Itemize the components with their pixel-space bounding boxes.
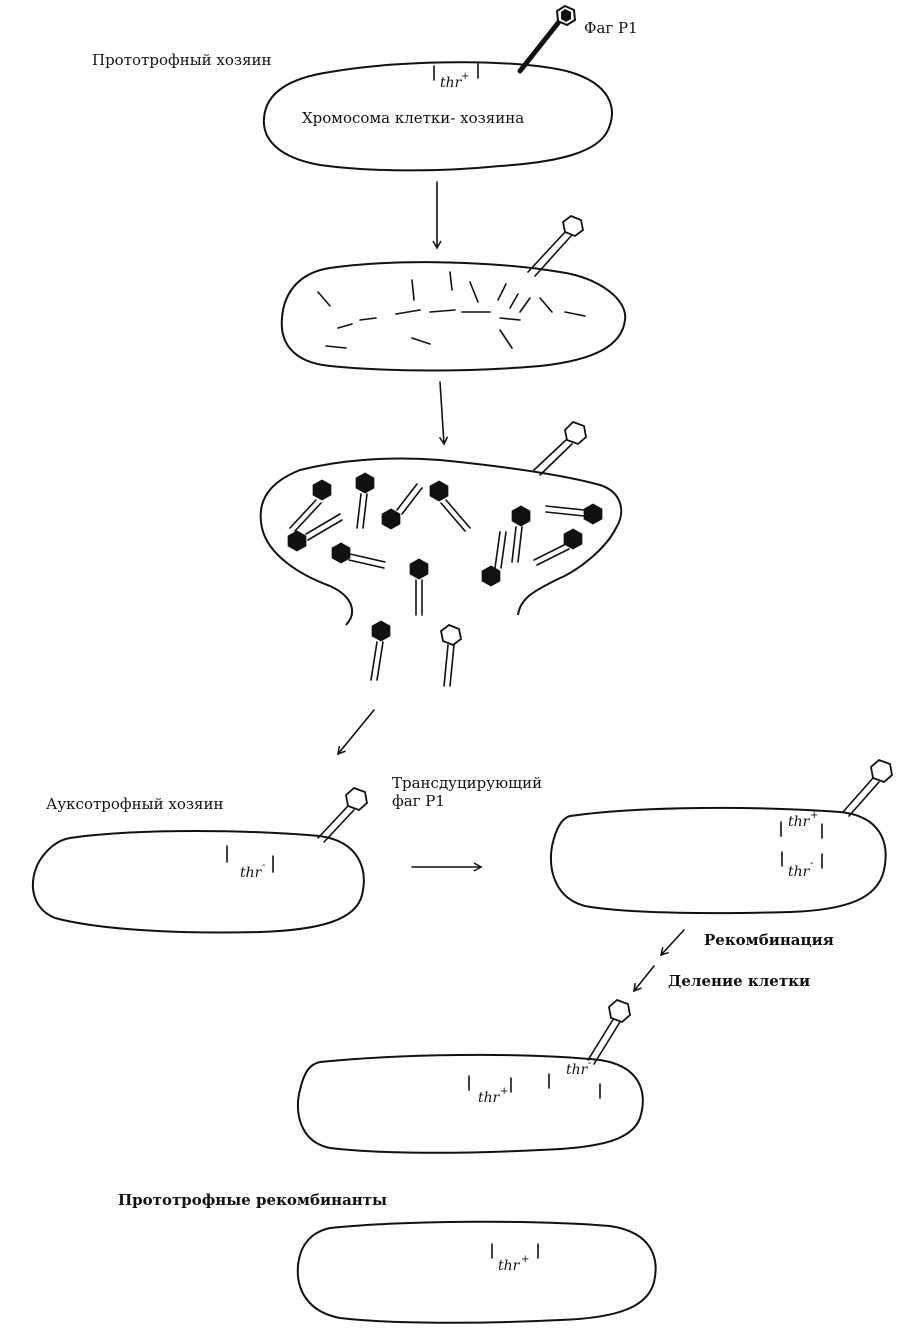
- phage-p1-label: Фаг P1: [584, 19, 638, 37]
- prototrophic-host-label: Прототрофный хозяин: [92, 51, 272, 69]
- prototrophic-recombinants-label: Прототрофные рекомбинанты: [118, 1191, 387, 1209]
- svg-text:+: +: [810, 810, 818, 821]
- cell-division-label: Деление клетки: [668, 972, 810, 990]
- stage-6-recombined-cell: thr + thr -: [298, 1000, 643, 1153]
- svg-text:-: -: [262, 860, 265, 871]
- host-chromosome-label: Хромосома клетки- хозяина: [302, 109, 524, 127]
- arrow-recombination: [661, 930, 684, 955]
- svg-text:+: +: [461, 71, 469, 82]
- stage-1-infected-host: Фаг P1 Прототрофный хозяин thr + Хромосо…: [92, 6, 638, 170]
- dna-fragments: [318, 272, 585, 348]
- recombinant-cell: [298, 1222, 656, 1323]
- phage-tail-stage-3: [534, 422, 586, 475]
- svg-text:+: +: [500, 1086, 508, 1097]
- released-phages: [371, 621, 461, 686]
- thr-minus-marker: thr -: [227, 846, 273, 881]
- svg-text:thr: thr: [788, 814, 811, 830]
- thr-plus-recombined: thr +: [469, 1076, 511, 1106]
- phage-p1-attached-icon: [520, 6, 575, 71]
- arrow-division: [634, 966, 654, 991]
- auxotrophic-host-label: Ауксотрофный хозяин: [46, 795, 224, 813]
- thr-plus-fragment: thr +: [781, 810, 822, 838]
- stage-3-lysis: [261, 422, 622, 686]
- phage-tail-stage-4: [318, 788, 367, 842]
- phage-tail-stage-2: [528, 216, 583, 276]
- stage-7-prototrophic-recombinant: thr +: [298, 1222, 656, 1323]
- progeny-phages: [288, 473, 602, 615]
- svg-text:+: +: [521, 1254, 529, 1265]
- svg-text:thr: thr: [498, 1258, 521, 1274]
- thr-minus-fragment-remnant: thr -: [549, 1058, 600, 1098]
- svg-text:-: -: [588, 1058, 591, 1069]
- recombined-cell: [298, 1055, 643, 1153]
- stage-4-auxotrophic-host: Ауксотрофный хозяин thr -: [33, 788, 367, 932]
- merodiploid-cell: [551, 808, 886, 913]
- transducing-phage-label-line2: фаг P1: [392, 792, 445, 810]
- host-cell-2: [282, 262, 625, 370]
- svg-text:-: -: [810, 858, 813, 869]
- stage-5-merodiploid: thr + thr -: [551, 760, 892, 913]
- svg-text:thr: thr: [566, 1062, 589, 1078]
- thr-minus-chromosome: thr -: [782, 852, 822, 880]
- svg-text:thr: thr: [478, 1090, 501, 1106]
- svg-text:thr: thr: [440, 75, 463, 91]
- svg-text:thr: thr: [788, 864, 811, 880]
- arrow-3: [338, 710, 374, 754]
- arrow-2: [440, 382, 444, 444]
- stage-2-fragmented-chromosome: [282, 216, 625, 371]
- svg-text:thr: thr: [240, 865, 263, 881]
- auxotrophic-cell: [33, 831, 364, 932]
- transducing-phage-label-line1: Трансдуцирующий: [392, 774, 542, 792]
- phage-tail-stage-6: [588, 1000, 630, 1064]
- thr-plus-marker: thr +: [434, 64, 478, 91]
- thr-plus-final: thr +: [492, 1244, 538, 1274]
- phage-tail-stage-5: [843, 760, 892, 816]
- recombination-label: Рекомбинация: [704, 931, 834, 949]
